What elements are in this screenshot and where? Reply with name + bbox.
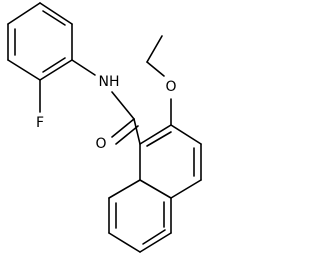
ether-oxygen-label: O xyxy=(165,79,176,95)
double-bond xyxy=(142,229,166,245)
double-bond xyxy=(42,57,66,73)
carbonyl-oxygen-label: O xyxy=(95,136,106,152)
bond xyxy=(7,2,41,25)
double-bond xyxy=(42,10,66,26)
naphthalene-lower-ring xyxy=(108,179,172,253)
bond-ch2-ch3 xyxy=(146,35,163,63)
bond xyxy=(108,179,141,199)
bond xyxy=(7,59,41,81)
nitrogen-label: NH xyxy=(99,74,120,90)
bond-ring-n xyxy=(71,59,96,76)
bond xyxy=(108,232,141,253)
bond-c-o-carbonyl xyxy=(111,118,135,138)
bond xyxy=(139,124,172,145)
bond-o-ch2 xyxy=(146,61,165,77)
naphthalene-upper-ring xyxy=(139,124,202,199)
fluorine-label: F xyxy=(36,115,44,131)
bond-n-c xyxy=(111,91,135,120)
bond xyxy=(170,179,202,199)
bond xyxy=(170,124,202,145)
bond xyxy=(139,179,172,199)
bond-c-o-carbonyl-double xyxy=(115,125,139,145)
bond xyxy=(39,59,73,81)
bond-c-ring xyxy=(133,118,141,145)
bond xyxy=(139,232,172,253)
chemical-structure-diagram: F NH O O xyxy=(7,2,202,253)
fluorophenyl-ring xyxy=(7,2,73,81)
bond xyxy=(39,2,73,25)
double-bond xyxy=(146,131,172,147)
